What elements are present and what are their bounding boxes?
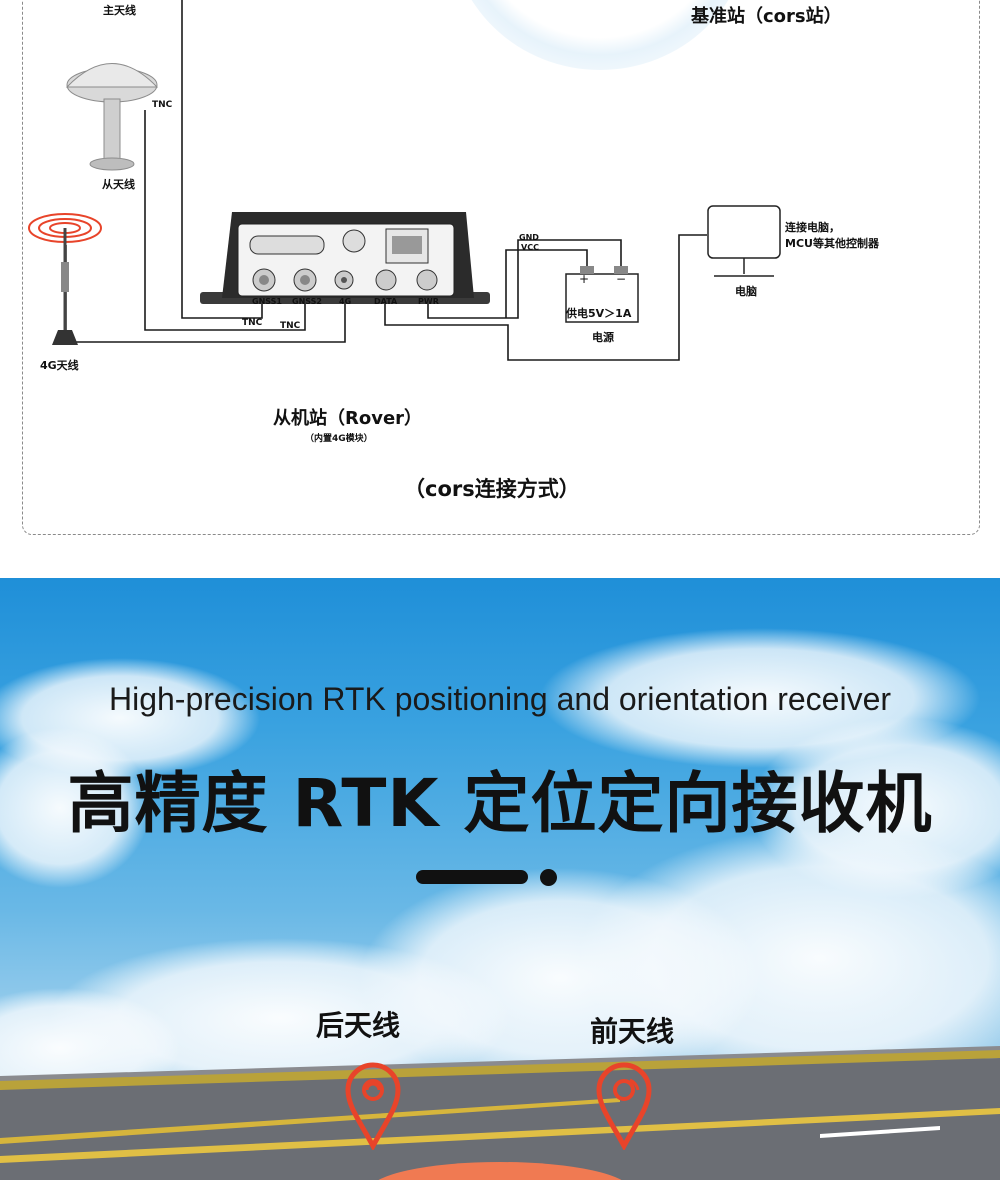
tnc-right-label: TNC [280,321,301,331]
4g-antenna-icon [28,213,102,345]
rover-note: （内置4G模块） [305,434,373,444]
orange-glow [378,1162,622,1180]
slave-antenna-icon [65,63,159,171]
front-antenna-pin-icon [596,1062,652,1150]
power-label: 电源 [592,331,614,344]
wiring-diagram [28,0,781,361]
computer-icon [707,205,781,277]
connection-diagram: 主天线 基准站（cors站） TNC 从天线 4G天线 GNSS1 GNSS2 … [0,0,1000,560]
rear-antenna-pin-icon [345,1062,401,1150]
base-station-label: 基准站（cors站） [691,6,842,27]
port-gnss1-label: GNSS1 [252,297,282,306]
battery-minus: − [616,272,627,286]
slave-antenna-label: 从天线 [102,178,135,191]
diagram-frame [22,0,980,535]
port-data-label: DATA [374,297,398,306]
rover-label: 从机站（Rover） [273,408,423,429]
front-antenna-label: 前天线 [590,1015,675,1048]
diagram-caption: （cors连接方式） [404,477,580,501]
battery-icon [565,266,639,323]
main-antenna-label: 主天线 [103,4,136,17]
hero-banner: High-precision RTK positioning and orien… [0,578,1000,1180]
computer-note-line1: 连接电脑， [785,221,840,234]
vcc-label: VCC [521,243,539,252]
tnc-top-label: TNC [152,100,173,110]
divider-dot [540,869,557,886]
port-pwr-label: PWR [418,297,439,306]
supply-label: 供电5V＞1A [566,307,632,320]
divider-bar [416,870,528,884]
sky-road-background [0,628,1000,1180]
rear-antenna-label: 后天线 [316,1009,401,1042]
tnc-left-label: TNC [242,318,263,328]
4g-antenna-label: 4G天线 [40,359,79,372]
battery-plus: + [579,272,590,286]
computer-label: 电脑 [735,285,757,298]
clouds [0,628,1000,1108]
gnd-label: GND [519,233,539,242]
road [0,1046,1000,1180]
hero-subtitle: High-precision RTK positioning and orien… [108,681,892,717]
hero-title: 高精度 RTK 定位定向接收机 [67,765,933,842]
computer-note-line2: MCU等其他控制器 [785,237,879,250]
port-gnss2-label: GNSS2 [292,297,322,306]
port-4g-label: 4G [339,297,352,306]
rover-receiver-icon [200,212,490,304]
